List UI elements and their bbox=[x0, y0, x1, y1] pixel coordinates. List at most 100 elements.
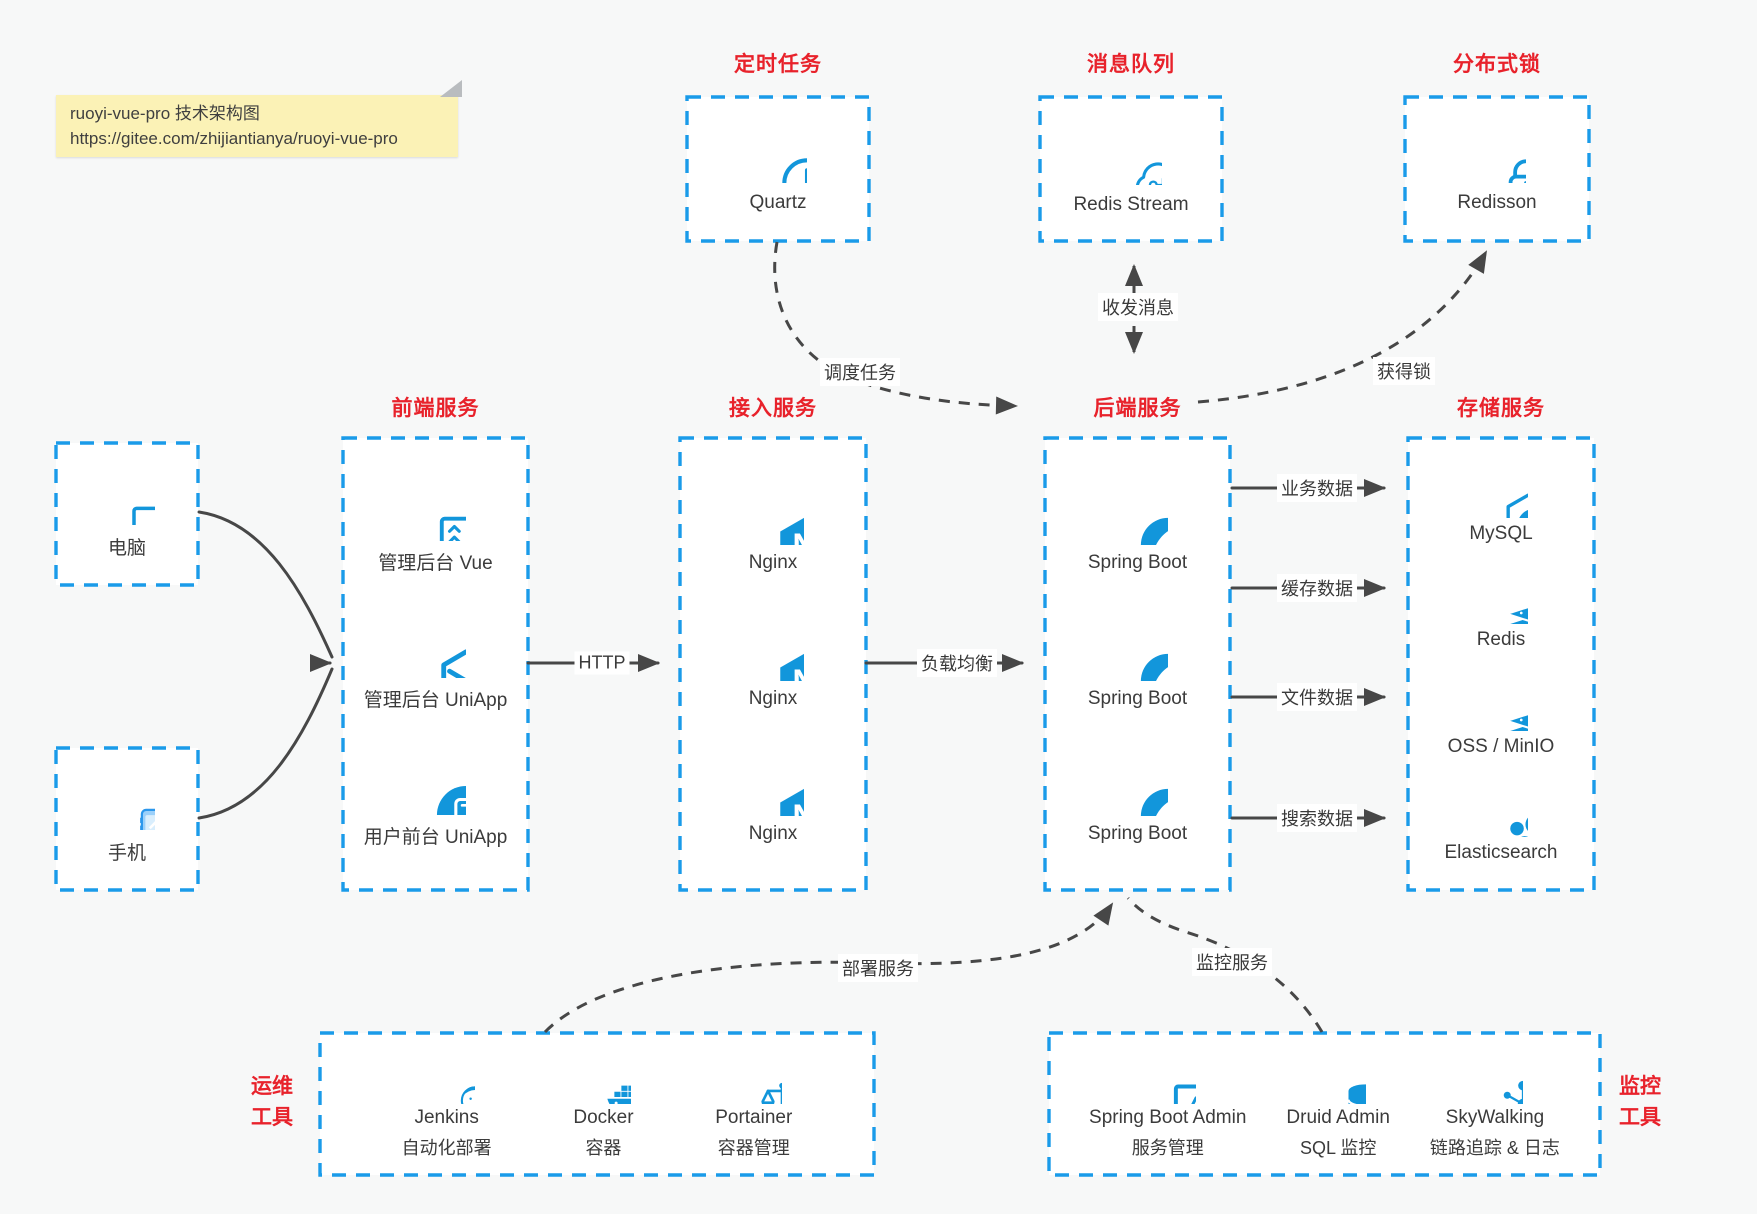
docker-label: Docker bbox=[573, 1107, 634, 1128]
nginx-icon bbox=[742, 483, 804, 545]
skywalking-desc: 链路追踪 & 日志 bbox=[1429, 1138, 1560, 1158]
spring-boot-admin-label: Spring Boot Admin bbox=[1089, 1107, 1247, 1128]
redis-stream-label: Redis Stream bbox=[1073, 193, 1189, 215]
storage-group: MySQL Redis OSS / MinIO Elasticsearch bbox=[1408, 438, 1594, 890]
topology-icon bbox=[1467, 1048, 1523, 1104]
edge-label-http: HTTP bbox=[574, 651, 630, 675]
storage-stack-icon bbox=[1474, 677, 1528, 731]
edge-acquire-lock bbox=[1197, 250, 1488, 404]
ops-tools-group: Jenkins 自动化部署 Docker 容器 Portainer 容器管理 bbox=[320, 1033, 874, 1175]
portainer-icon bbox=[726, 1048, 782, 1104]
nginx-icon bbox=[742, 619, 804, 681]
nginx-label: Nginx bbox=[748, 687, 798, 709]
jenkins-node: Jenkins 自动化部署 bbox=[402, 1048, 492, 1160]
frontend-group: 管理后台 Vue 管理后台 UniApp 用户前台 UniApp bbox=[343, 438, 528, 890]
edge-label-file-data: 文件数据 bbox=[1277, 683, 1357, 711]
spring-boot-node: Spring Boot bbox=[1088, 483, 1187, 574]
portainer-label: Portainer bbox=[715, 1107, 793, 1128]
spring-icon bbox=[1106, 754, 1168, 816]
docker-node: Docker 容器 bbox=[573, 1048, 634, 1160]
computer-node: 电脑 bbox=[56, 443, 198, 585]
spring-boot-node: Spring Boot bbox=[1088, 619, 1187, 710]
portainer-desc: 容器管理 bbox=[717, 1138, 790, 1158]
nginx-node: Nginx bbox=[742, 754, 804, 845]
title-gateway-services: 接入服务 bbox=[729, 397, 817, 420]
elasticsearch-node: Elasticsearch bbox=[1445, 783, 1558, 864]
nginx-icon bbox=[742, 754, 804, 816]
jenkins-icon bbox=[419, 1048, 475, 1104]
spring-boot-label: Spring Boot bbox=[1087, 687, 1188, 709]
docker-icon bbox=[575, 1048, 631, 1104]
redis-stream-node: Redis Stream bbox=[1040, 97, 1222, 241]
user-uniapp-node: 用户前台 UniApp bbox=[363, 753, 508, 849]
note-url: https://gitee.com/zhijiantianya/ruoyi-vu… bbox=[70, 129, 398, 148]
edge-computer-to-frontend bbox=[197, 510, 334, 659]
nginx-label: Nginx bbox=[748, 551, 798, 573]
title-backend-services: 后端服务 bbox=[1093, 397, 1182, 420]
title-distributed-lock: 分布式锁 bbox=[1453, 53, 1541, 76]
title-monitoring-tools: 监控 工具 bbox=[1619, 1075, 1661, 1129]
admin-vue-label: 管理后台 Vue bbox=[378, 553, 493, 574]
clock-icon bbox=[749, 125, 807, 183]
edge-label-message: 收发消息 bbox=[1098, 293, 1178, 321]
cloud-stream-icon bbox=[1100, 123, 1162, 185]
phone-label: 手机 bbox=[107, 842, 146, 864]
spring-boot-admin-desc: 服务管理 bbox=[1131, 1138, 1204, 1158]
nginx-node: Nginx bbox=[742, 483, 804, 574]
spring-boot-node: Spring Boot bbox=[1088, 754, 1187, 845]
note-title: ruoyi-vue-pro 技术架构图 bbox=[70, 104, 260, 123]
docker-desc: 容器 bbox=[585, 1138, 622, 1158]
phone-node: 手机 bbox=[56, 748, 198, 890]
edge-label-cache-data: 缓存数据 bbox=[1277, 574, 1357, 602]
admin-vue-node: 管理后台 Vue bbox=[378, 479, 493, 575]
redis-label: Redis bbox=[1476, 629, 1526, 651]
monitoring-tools-group: Spring Boot Admin 服务管理 Druid Admin SQL 监… bbox=[1049, 1033, 1600, 1175]
title-storage-services: 存储服务 bbox=[1457, 397, 1545, 420]
edge-label-business-data: 业务数据 bbox=[1277, 474, 1357, 502]
spring-boot-label: Spring Boot bbox=[1087, 823, 1188, 845]
edge-label-lock: 获得锁 bbox=[1373, 357, 1435, 385]
mobile-app-icon bbox=[404, 753, 466, 815]
smartphone-icon bbox=[99, 774, 155, 830]
edge-label-search-data: 搜索数据 bbox=[1277, 804, 1357, 832]
spring-boot-admin-node: Spring Boot Admin 服务管理 bbox=[1089, 1048, 1246, 1160]
redisson-label: Redisson bbox=[1457, 191, 1537, 213]
oss-minio-node: OSS / MinIO bbox=[1448, 677, 1554, 758]
title-message-queue: 消息队列 bbox=[1087, 53, 1175, 76]
portainer-node: Portainer 容器管理 bbox=[715, 1048, 792, 1160]
spring-boot-label: Spring Boot bbox=[1087, 551, 1188, 573]
user-uniapp-label: 用户前台 UniApp bbox=[363, 827, 508, 848]
spring-icon bbox=[1106, 619, 1168, 681]
admin-uniapp-node: 管理后台 UniApp bbox=[363, 616, 508, 712]
elasticsearch-icon bbox=[1474, 783, 1528, 837]
mysql-icon bbox=[1474, 464, 1528, 518]
note-fold-corner bbox=[440, 80, 462, 97]
desktop-icon bbox=[99, 469, 155, 525]
nginx-node: Nginx bbox=[742, 619, 804, 710]
title-frontend-services: 前端服务 bbox=[391, 397, 480, 420]
monitor-pulse-icon bbox=[1140, 1048, 1196, 1104]
admin-vue-icon bbox=[404, 479, 466, 541]
edge-label-deploy: 部署服务 bbox=[838, 954, 918, 982]
elasticsearch-label: Elasticsearch bbox=[1444, 842, 1558, 864]
skywalking-label: SkyWalking bbox=[1445, 1107, 1545, 1128]
sticky-note: ruoyi-vue-pro 技术架构图 https://gitee.com/zh… bbox=[56, 80, 462, 157]
admin-uniapp-label: 管理后台 UniApp bbox=[363, 690, 508, 711]
mysql-node: MySQL bbox=[1469, 464, 1533, 545]
title-scheduled-task: 定时任务 bbox=[734, 53, 822, 76]
title-ops-tools: 运维 工具 bbox=[251, 1075, 293, 1129]
computer-label: 电脑 bbox=[107, 537, 146, 559]
mysql-label: MySQL bbox=[1469, 522, 1533, 544]
jenkins-desc: 自动化部署 bbox=[401, 1138, 492, 1158]
nginx-label: Nginx bbox=[748, 823, 798, 845]
lock-icon bbox=[1468, 125, 1526, 183]
backend-group: Spring Boot Spring Boot Spring Boot bbox=[1045, 438, 1230, 890]
redis-stack-icon bbox=[1474, 570, 1528, 624]
quartz-label: Quartz bbox=[749, 191, 807, 213]
edge-label-load-balance: 负载均衡 bbox=[917, 649, 997, 677]
edge-phone-to-frontend bbox=[197, 667, 334, 820]
edge-label-monitor: 监控服务 bbox=[1192, 948, 1272, 976]
cube-icon bbox=[404, 616, 466, 678]
database-icon bbox=[1310, 1048, 1366, 1104]
